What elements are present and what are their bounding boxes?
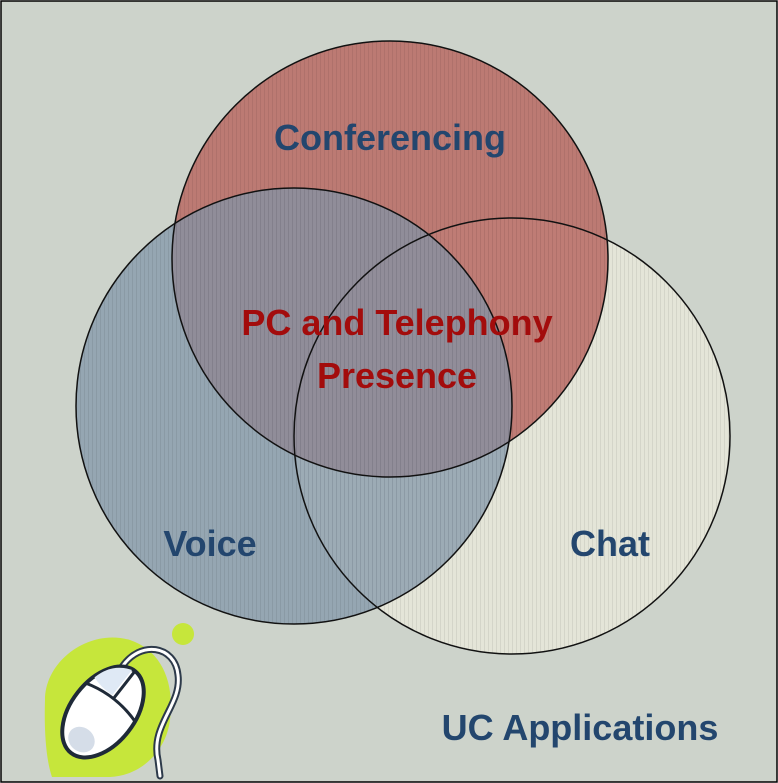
center-label-line2: Presence <box>317 355 477 396</box>
conferencing-label: Conferencing <box>274 117 506 158</box>
voice-label: Voice <box>163 523 256 564</box>
center-label-line1: PC and Telephony <box>241 302 552 343</box>
voice-circle <box>76 188 512 624</box>
chat-label: Chat <box>570 523 650 564</box>
uc-applications-caption: UC Applications <box>442 707 719 748</box>
circle-outlines <box>75 40 731 655</box>
computer-mouse-icon <box>44 623 194 780</box>
